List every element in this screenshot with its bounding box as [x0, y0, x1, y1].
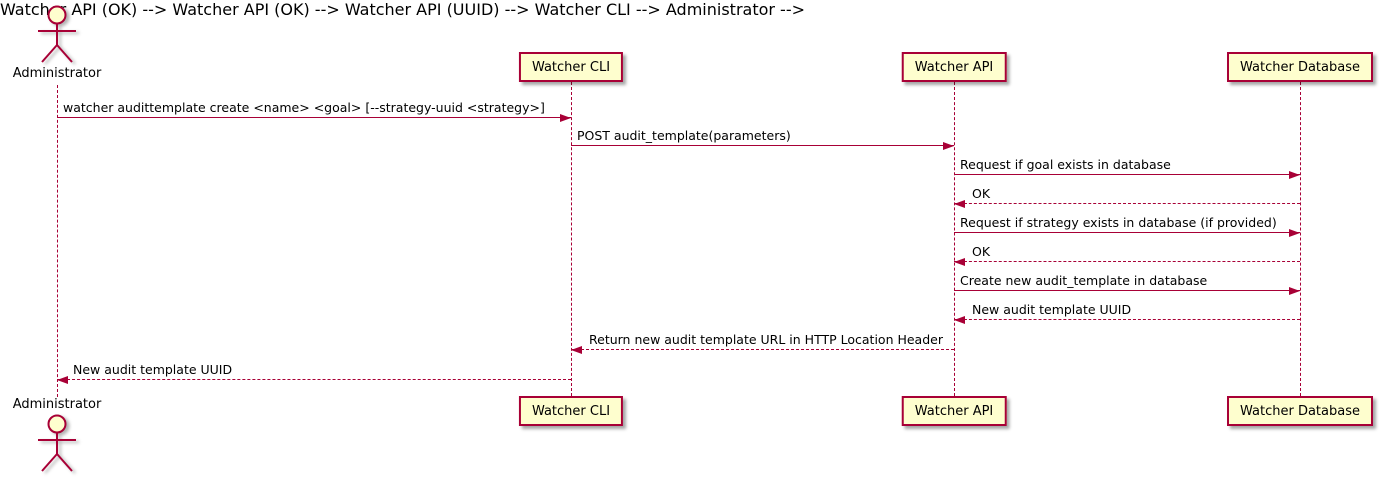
message-label: New audit template UUID	[972, 302, 1132, 317]
message-new-uuid-to-admin: New audit template UUID	[57, 361, 571, 384]
administrator-actor-icon	[38, 414, 76, 472]
administrator-label-bottom: Administrator	[12, 397, 102, 412]
lifeline-watcher-cli	[571, 82, 572, 396]
arrowhead-left-icon	[954, 316, 965, 324]
participant-watcher-cli-top: Watcher CLI	[518, 52, 624, 82]
arrowhead-right-icon	[1289, 171, 1300, 179]
message-strategy-ok: OK	[954, 243, 1300, 266]
message-label: Request if goal exists in database	[960, 157, 1171, 172]
arrowhead-right-icon	[1289, 287, 1300, 295]
arrowhead-right-icon	[943, 142, 954, 150]
administrator-actor-icon	[38, 5, 76, 63]
message-line	[57, 379, 571, 380]
message-label: New audit template UUID	[73, 362, 233, 377]
message-line	[954, 290, 1300, 291]
lifeline-watcher-database	[1300, 82, 1301, 396]
arrowhead-right-icon	[560, 114, 571, 122]
participant-watcher-api-bottom: Watcher API	[901, 396, 1007, 426]
message-create-audit-template-db: Create new audit_template in database	[954, 272, 1300, 295]
message-line	[954, 174, 1300, 175]
lifeline-watcher-api	[954, 82, 955, 396]
message-label: POST audit_template(parameters)	[577, 128, 791, 143]
administrator-label-top: Administrator	[12, 66, 102, 81]
message-goal-ok: OK	[954, 185, 1300, 208]
lifeline-administrator	[57, 85, 58, 397]
arrowhead-left-icon	[571, 346, 582, 354]
message-post-audit-template: POST audit_template(parameters)	[571, 127, 954, 150]
arrowhead-left-icon	[954, 258, 965, 266]
message-line	[571, 145, 954, 146]
message-label: Create new audit_template in database	[960, 273, 1208, 288]
message-request-strategy-exists: Request if strategy exists in database (…	[954, 214, 1300, 237]
arrowhead-left-icon	[954, 200, 965, 208]
participant-watcher-database-top: Watcher Database	[1227, 52, 1373, 82]
message-line	[954, 232, 1300, 233]
message-new-uuid-from-db: New audit template UUID	[954, 301, 1300, 324]
message-line	[571, 349, 954, 350]
participant-watcher-cli-bottom: Watcher CLI	[518, 396, 624, 426]
message-return-location-header: Return new audit template URL in HTTP Lo…	[571, 331, 954, 354]
message-label: watcher audittemplate create <name> <goa…	[63, 100, 545, 115]
message-label: OK	[972, 186, 991, 201]
message-line	[57, 117, 571, 118]
message-label: Request if strategy exists in database (…	[960, 215, 1277, 230]
message-label: Return new audit template URL in HTTP Lo…	[589, 332, 943, 347]
message-line	[954, 203, 1300, 204]
message-create-audittemplate: watcher audittemplate create <name> <goa…	[57, 99, 571, 122]
message-request-goal-exists: Request if goal exists in database	[954, 156, 1300, 179]
message-label: OK	[972, 244, 991, 259]
arrowhead-left-icon	[57, 376, 68, 384]
message-line	[954, 261, 1300, 262]
message-line	[954, 319, 1300, 320]
participant-watcher-database-bottom: Watcher Database	[1227, 396, 1373, 426]
participant-watcher-api-top: Watcher API	[901, 52, 1007, 82]
arrowhead-right-icon	[1289, 229, 1300, 237]
